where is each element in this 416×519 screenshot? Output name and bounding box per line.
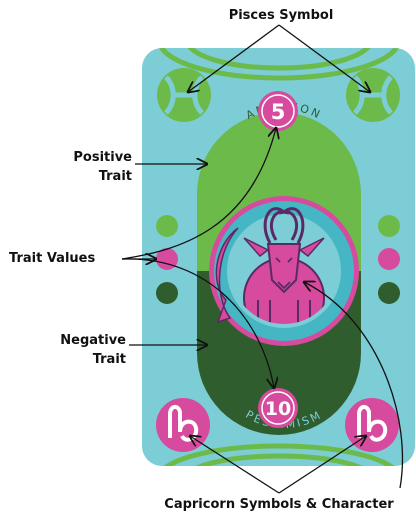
pisces-symbol-label: Pisces Symbol [196,6,366,25]
pisces-symbol-icon-right [346,68,400,122]
negative-trait-label: Negative Trait [14,331,126,369]
pisces-symbol-icon-left [157,68,211,122]
positive-value: 5 [271,100,286,124]
trait-value-dots-right [378,215,400,304]
negative-value: 10 [265,398,291,420]
capricorn-label: Capricorn Symbols & Character [148,495,410,514]
trait-values-label: Trait Values [9,249,95,268]
positive-value-badge: 5 [258,91,298,131]
negative-value-badge: 10 [258,388,298,428]
trait-value-dots-left [156,215,178,304]
positive-trait-label: Positive Trait [20,148,132,186]
capricorn-character [209,196,359,346]
